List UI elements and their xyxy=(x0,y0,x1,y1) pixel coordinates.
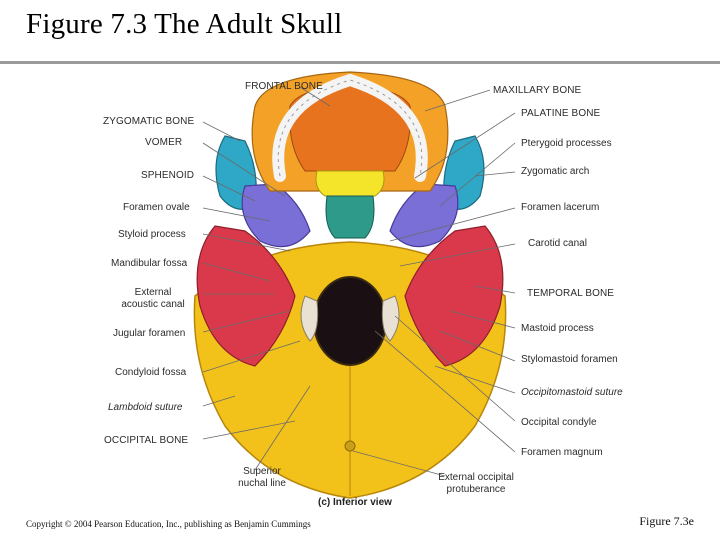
label-styloid-process: Styloid process xyxy=(118,229,186,240)
label-external-occipital-protuberance-2: protuberance xyxy=(446,484,506,495)
teeth-arc-outline xyxy=(277,79,423,177)
occipital-condyle-left xyxy=(300,295,319,342)
title-rule xyxy=(0,61,720,64)
label-foramen-magnum: Foramen magnum xyxy=(521,447,603,458)
occipital-condyle-right xyxy=(381,295,400,342)
skull-illustration xyxy=(193,71,516,499)
label-jugular-foramen: Jugular foramen xyxy=(113,328,186,339)
label-pterygoid-processes: Pterygoid processes xyxy=(521,138,612,149)
label-external-acoustic-canal-1: External xyxy=(134,287,172,298)
sphenoid-shape-right xyxy=(389,183,459,248)
page-title: Figure 7.3 The Adult Skull xyxy=(26,8,343,40)
label-lambdoid-suture: Lambdoid suture xyxy=(108,402,183,413)
label-mastoid-process: Mastoid process xyxy=(521,323,594,334)
label-external-acoustic-canal-2: acoustic canal xyxy=(121,299,185,310)
label-condyloid-fossa: Condyloid fossa xyxy=(115,367,187,378)
temporal-bone-left xyxy=(196,225,296,367)
temporal-bone-right xyxy=(404,225,504,367)
label-foramen-ovale: Foramen ovale xyxy=(123,202,190,213)
label-occipitomastoid-suture: Occipitomastoid suture xyxy=(521,387,623,398)
leader-lines-left xyxy=(202,86,331,471)
label-zygomatic-arch: Zygomatic arch xyxy=(521,166,590,177)
label-superior-nuchal-line-2: nuchal line xyxy=(238,478,286,489)
label-foramen-lacerum: Foramen lacerum xyxy=(521,202,600,213)
label-zygomatic-bone: ZYGOMATIC BONE xyxy=(103,116,195,127)
label-vomer: VOMER xyxy=(145,137,183,148)
external-occipital-protuberance-mark xyxy=(344,440,356,452)
label-occipital-condyle: Occipital condyle xyxy=(521,417,597,428)
label-stylomastoid-foramen: Stylomastoid foramen xyxy=(521,354,618,365)
label-superior-nuchal-line-1: Superior xyxy=(243,466,281,477)
label-mandibular-fossa: Mandibular fossa xyxy=(111,258,188,269)
foramen-magnum-shape xyxy=(313,276,387,366)
palatine-bone-shape xyxy=(315,170,385,197)
copyright-notice: Copyright © 2004 Pearson Education, Inc.… xyxy=(26,519,311,529)
label-maxillary-bone: MAXILLARY BONE xyxy=(493,85,582,96)
figure-number: Figure 7.3e xyxy=(639,514,694,528)
vomer-shape xyxy=(325,195,375,239)
label-carotid-canal: Carotid canal xyxy=(528,238,587,249)
label-palatine-bone: PALATINE BONE xyxy=(521,108,601,119)
label-temporal-bone: TEMPORAL BONE xyxy=(527,288,615,299)
label-frontal-bone: FRONTAL BONE xyxy=(245,81,323,92)
label-external-occipital-protuberance-1: External occipital xyxy=(438,472,514,483)
leader-lines-right xyxy=(352,89,516,477)
label-occipital-bone: OCCIPITAL BONE xyxy=(104,435,189,446)
figure-caption: (c) Inferior view xyxy=(318,497,392,508)
label-sphenoid: SPHENOID xyxy=(141,170,195,181)
